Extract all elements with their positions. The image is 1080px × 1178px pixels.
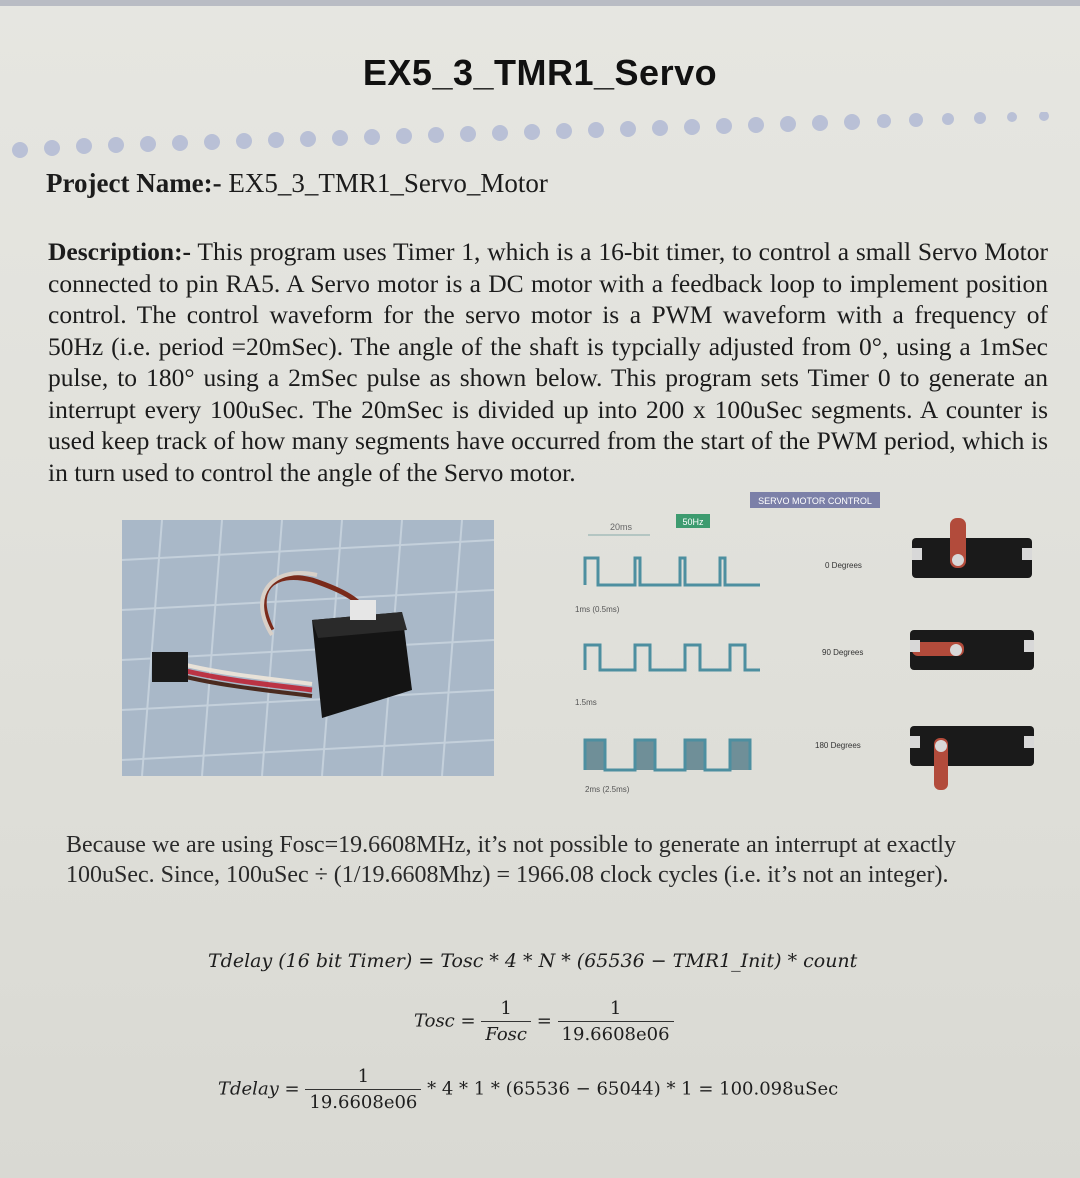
project-label: Project Name:- xyxy=(46,168,222,198)
period-label: 20ms xyxy=(610,522,633,532)
project-value: EX5_3_TMR1_Servo_Motor xyxy=(228,168,548,198)
eq2-equals: = xyxy=(536,1010,552,1032)
frequency-tag: 50Hz xyxy=(682,517,704,527)
pulse-label-0: 1ms (0.5ms) xyxy=(575,605,620,614)
servo-photo xyxy=(122,520,494,776)
eq2-frac2-num: 1 xyxy=(557,998,674,1022)
angle-label-1: 90 Degrees xyxy=(822,648,863,657)
servo-pwm-diagram: SERVO MOTOR CONTROL 20ms 50Hz 1ms (0.5ms… xyxy=(575,492,1034,794)
tosc-equation: Tosc = 1 Fosc = 1 19.6608e06 xyxy=(414,998,674,1045)
figure-header: SERVO MOTOR CONTROL xyxy=(758,496,872,506)
eq3-frac-den: 19.6608e06 xyxy=(309,1092,418,1113)
eq1-rhs: = Tosc * 4 * N * (65536 − TMR1_Init) * c… xyxy=(418,950,858,972)
eq2-fraction-2: 1 19.6608e06 xyxy=(557,998,674,1045)
eq3-frac-num: 1 xyxy=(305,1066,422,1090)
dotted-divider xyxy=(12,112,1049,158)
pulse-label-2: 2ms (2.5ms) xyxy=(585,785,630,794)
description-text: This program uses Timer 1, which is a 16… xyxy=(48,237,1048,487)
eq2-frac1-num: 1 xyxy=(481,998,531,1022)
eq3-rhs: * 4 * 1 * (65536 − 65044) * 1 = 100.098u… xyxy=(427,1078,839,1100)
tdelay-general-equation: Tdelay (16 bit Timer) = Tosc * 4 * N * (… xyxy=(208,950,857,972)
tdelay-calculation: Tdelay = 1 19.6608e06 * 4 * 1 * (65536 −… xyxy=(218,1066,838,1113)
figure-header-bg xyxy=(750,492,880,508)
fosc-explanation: Because we are using Fosc=19.6608MHz, it… xyxy=(66,830,1046,890)
top-border xyxy=(0,0,1080,6)
eq2-frac1-den: Fosc xyxy=(485,1024,527,1045)
fosc-line-2: 100uSec. Since, 100uSec ÷ (1/19.6608Mhz)… xyxy=(66,862,949,888)
project-name: Project Name:- EX5_3_TMR1_Servo_Motor xyxy=(46,168,548,199)
eq1-lhs: Tdelay (16 bit Timer) xyxy=(208,950,413,972)
eq2-frac2-den: 19.6608e06 xyxy=(561,1024,670,1045)
description-label: Description:- xyxy=(48,237,192,266)
description: Description:- This program uses Timer 1,… xyxy=(48,236,1048,488)
pulse-label-1: 1.5ms xyxy=(575,698,597,707)
angle-label-2: 180 Degrees xyxy=(815,741,861,750)
eq2-lhs: Tosc = xyxy=(414,1010,476,1032)
angle-label-0: 0 Degrees xyxy=(825,561,862,570)
eq3-lhs: Tdelay = xyxy=(218,1078,300,1100)
page-title: EX5_3_TMR1_Servo xyxy=(362,52,718,93)
eq2-fraction-1: 1 Fosc xyxy=(481,998,531,1045)
fosc-line-1: Because we are using Fosc=19.6608MHz, it… xyxy=(66,832,956,858)
eq3-fraction: 1 19.6608e06 xyxy=(305,1066,422,1113)
